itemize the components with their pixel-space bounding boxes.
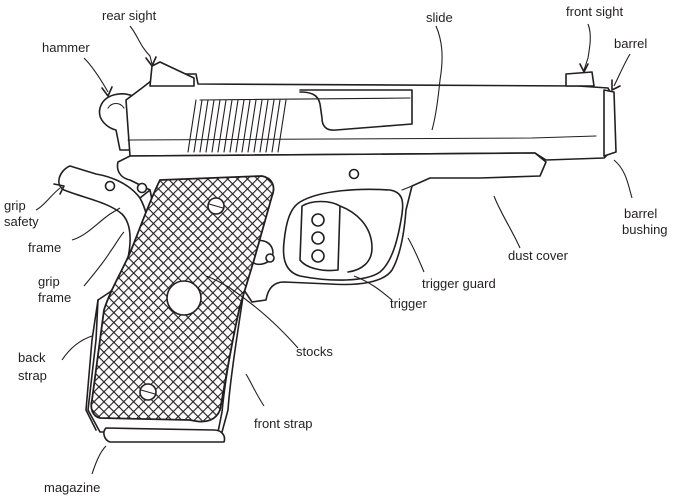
back-strap-part (85, 299, 99, 431)
labels: rear sight slide front sight hammer barr… (4, 4, 668, 495)
front-sight-part (565, 71, 595, 87)
label-trigger: trigger (390, 296, 428, 311)
label-grip-frame-line2: frame (38, 290, 71, 305)
label-grip-frame-line1: grip (38, 274, 60, 289)
label-trigger-guard: trigger guard (422, 276, 496, 291)
label-barrel: barrel (614, 36, 647, 51)
stock-screws (139, 197, 225, 401)
label-magazine: magazine (44, 480, 100, 495)
label-front-strap: front strap (254, 416, 313, 431)
label-frame: frame (28, 240, 61, 255)
label-barrel-bushing-line1: barrel (624, 206, 657, 221)
grip-safety-part (58, 165, 150, 269)
trigger-guard-part (282, 188, 404, 281)
rear-sight-part (149, 61, 195, 87)
label-back-strap-line1: back (18, 350, 46, 365)
barrel-part (603, 89, 617, 157)
pistol-drawing (58, 61, 617, 443)
front-strap-part (221, 289, 245, 433)
label-hammer: hammer (42, 40, 90, 55)
label-rear-sight: rear sight (102, 8, 157, 23)
leader-lines (35, 23, 633, 475)
label-stocks: stocks (296, 344, 333, 359)
label-front-sight: front sight (566, 4, 623, 19)
label-dust-cover: dust cover (508, 248, 569, 263)
label-slide: slide (426, 10, 453, 25)
slide-serrations (187, 99, 287, 153)
label-barrel-bushing-line2: bushing (622, 222, 668, 237)
label-grip-safety-line2: safety (4, 214, 39, 229)
magazine-part (103, 427, 226, 443)
trigger-part (299, 200, 373, 273)
label-grip-safety-line1: grip (4, 198, 26, 213)
label-back-strap-line2: strap (18, 368, 47, 383)
